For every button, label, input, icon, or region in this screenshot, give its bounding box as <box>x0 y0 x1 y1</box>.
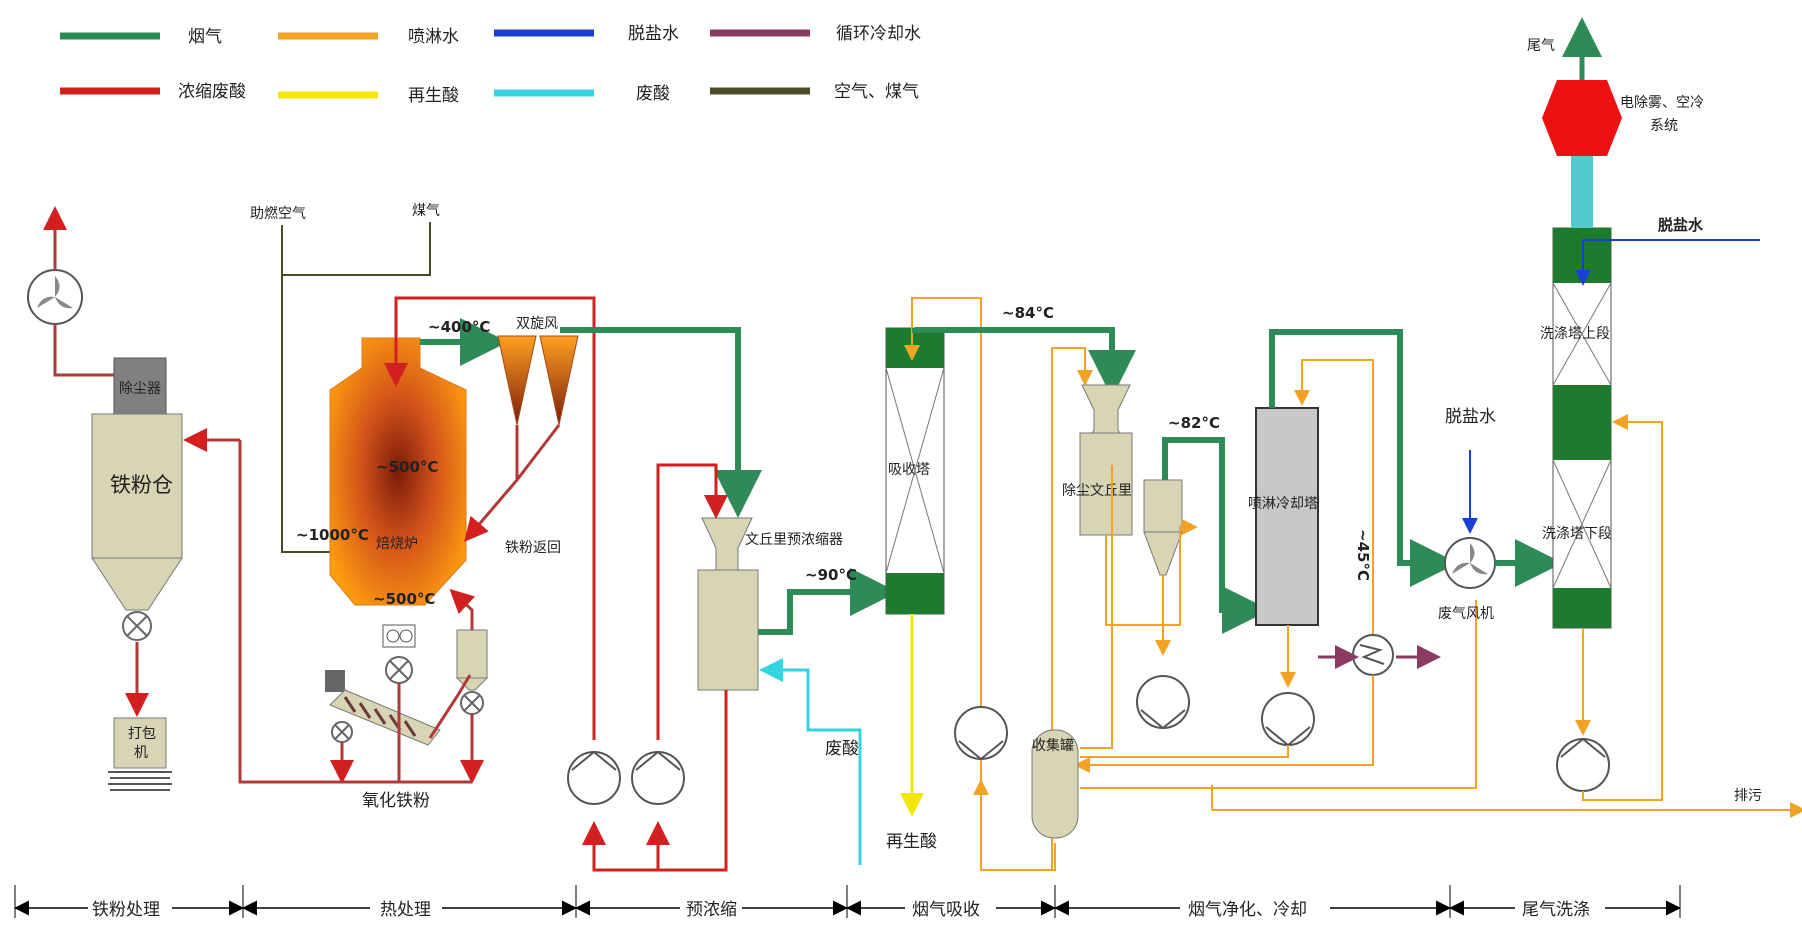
roaster-temp-top: ~500°C <box>376 458 438 476</box>
dust-venturi-label: 除尘文丘里 <box>1062 483 1132 499</box>
temp-90-label: ~90°C <box>805 566 857 584</box>
heat-exchanger-icon <box>1352 634 1394 676</box>
absorber-pump-icon <box>954 706 1008 760</box>
dust-collector-label: 除尘器 <box>119 381 161 397</box>
venturi-preconcentrator-label: 文丘里预浓缩器 <box>745 532 843 548</box>
legend-spray-water: 喷淋水 <box>408 27 459 47</box>
demist-system-label-1: 电除雾、空冷 <box>1620 95 1704 111</box>
discharge-label: 排污 <box>1734 788 1762 804</box>
iron-powder-bin <box>91 413 183 559</box>
venturi-separator <box>1143 479 1183 533</box>
exhaust-fan-label: 废气风机 <box>1438 606 1494 622</box>
legend-conc-waste-acid: 浓缩废酸 <box>178 82 246 102</box>
dual-cyclone-label: 双旋风 <box>516 316 558 332</box>
legend-waste-acid: 废酸 <box>636 84 670 104</box>
scrubber-outlet-duct <box>1571 155 1593 228</box>
small-separator <box>456 629 488 679</box>
stage-label-absorption: 烟气吸收 <box>912 900 980 920</box>
legend-flue-gas: 烟气 <box>188 27 222 47</box>
cleaning-section: 除尘文丘里 ~82°C 喷淋冷却塔 ~45°C 收集罐 排污 <box>1031 329 1802 870</box>
absorption-tower-label: 吸收塔 <box>888 462 930 478</box>
electrostatic-demister <box>1542 80 1622 156</box>
packing-machine <box>113 717 167 769</box>
temp-82-label: ~82°C <box>1168 414 1220 432</box>
roaster-furnace <box>329 337 467 606</box>
stage-label-scrubbing: 尾气洗涤 <box>1522 900 1590 920</box>
packing-machine-label-2: 机 <box>134 745 148 761</box>
scrubber-pump-icon <box>1556 738 1610 792</box>
thermal-section: 助燃空气 煤气 ~500°C ~1000°C 焙烧炉 ~500°C ~400°C… <box>183 203 596 811</box>
temp-84-label: ~84°C <box>1002 304 1054 322</box>
preconcentrator-vessel <box>697 569 759 691</box>
stage-label-preconcentration: 预浓缩 <box>686 900 737 920</box>
desalted-water-top-label: 脱盐水 <box>1658 216 1704 234</box>
stage-label-cleaning: 烟气净化、冷却 <box>1188 900 1307 920</box>
spray-cooling-tower <box>1255 407 1319 626</box>
cyclone-2 <box>539 335 579 426</box>
temp-45-label: ~45°C <box>1354 529 1372 581</box>
absorption-section: 吸收塔 再生酸 ~84°C <box>885 297 1136 871</box>
spray-cooling-tower-label: 喷淋冷却塔 <box>1248 496 1318 512</box>
screw-hopper <box>325 670 345 692</box>
demist-system-label-2: 系统 <box>1650 118 1678 134</box>
iron-powder-section: 除尘器 铁粉仓 打包 机 <box>27 206 183 791</box>
stage-label-iron-powder: 铁粉处理 <box>92 900 160 920</box>
dust-venturi-vessel <box>1079 432 1133 536</box>
tail-gas-label: 尾气 <box>1527 38 1555 54</box>
iron-oxide-powder-label: 氧化铁粉 <box>362 791 430 811</box>
waste-acid-inlet-label: 废酸 <box>825 739 859 759</box>
regen-acid-label: 再生酸 <box>886 832 937 852</box>
preconcentration-section: 文丘里预浓缩器 ~90°C 废酸 <box>560 327 898 872</box>
stage-bar: 铁粉处理 热处理 预浓缩 烟气吸收 烟气净化、冷却 尾气洗涤 <box>14 885 1681 920</box>
combustion-air-label: 助燃空气 <box>250 205 306 222</box>
pump-1-icon <box>567 751 621 805</box>
cyclone-1 <box>497 335 537 426</box>
legend-air-gas: 空气、煤气 <box>834 82 919 102</box>
packing-machine-label-1: 打包 <box>128 725 156 742</box>
collection-tank <box>1031 729 1079 839</box>
venturi-pump-icon <box>1136 675 1190 729</box>
legend: 烟气 喷淋水 脱盐水 循环冷却水 浓缩废酸 再生酸 废酸 空气、煤气 <box>60 24 921 106</box>
legend-desalted-water: 脱盐水 <box>628 24 679 44</box>
temp-400-label: ~400°C <box>428 318 490 336</box>
legend-regen-acid: 再生酸 <box>408 86 459 106</box>
coal-gas-label: 煤气 <box>412 203 440 219</box>
desalted-water-mid-label: 脱盐水 <box>1445 407 1496 427</box>
scrubber-upper-label: 洗涤塔上段 <box>1540 326 1610 342</box>
iron-powder-bin-label: 铁粉仓 <box>110 473 173 497</box>
roaster-temp-bottom: ~500°C <box>373 590 435 608</box>
roaster-label: 焙烧炉 <box>376 536 418 552</box>
collection-tank-label: 收集罐 <box>1032 737 1074 754</box>
pump-2-icon <box>631 751 685 805</box>
iron-return-label: 铁粉返回 <box>505 540 561 556</box>
roaster-temp-1000: ~1000°C <box>296 526 369 544</box>
legend-cooling-water: 循环冷却水 <box>836 24 921 44</box>
scrubber-lower-label: 洗涤塔下段 <box>1542 526 1612 542</box>
cooling-tower-pump-icon <box>1261 692 1315 746</box>
scrubbing-section: 废气风机 脱盐水 洗涤塔上段 洗涤塔下段 脱盐水 尾气 电除雾、空冷 系统 <box>1438 17 1760 801</box>
stage-label-thermal: 热处理 <box>380 900 431 920</box>
dust-collector <box>113 357 167 415</box>
